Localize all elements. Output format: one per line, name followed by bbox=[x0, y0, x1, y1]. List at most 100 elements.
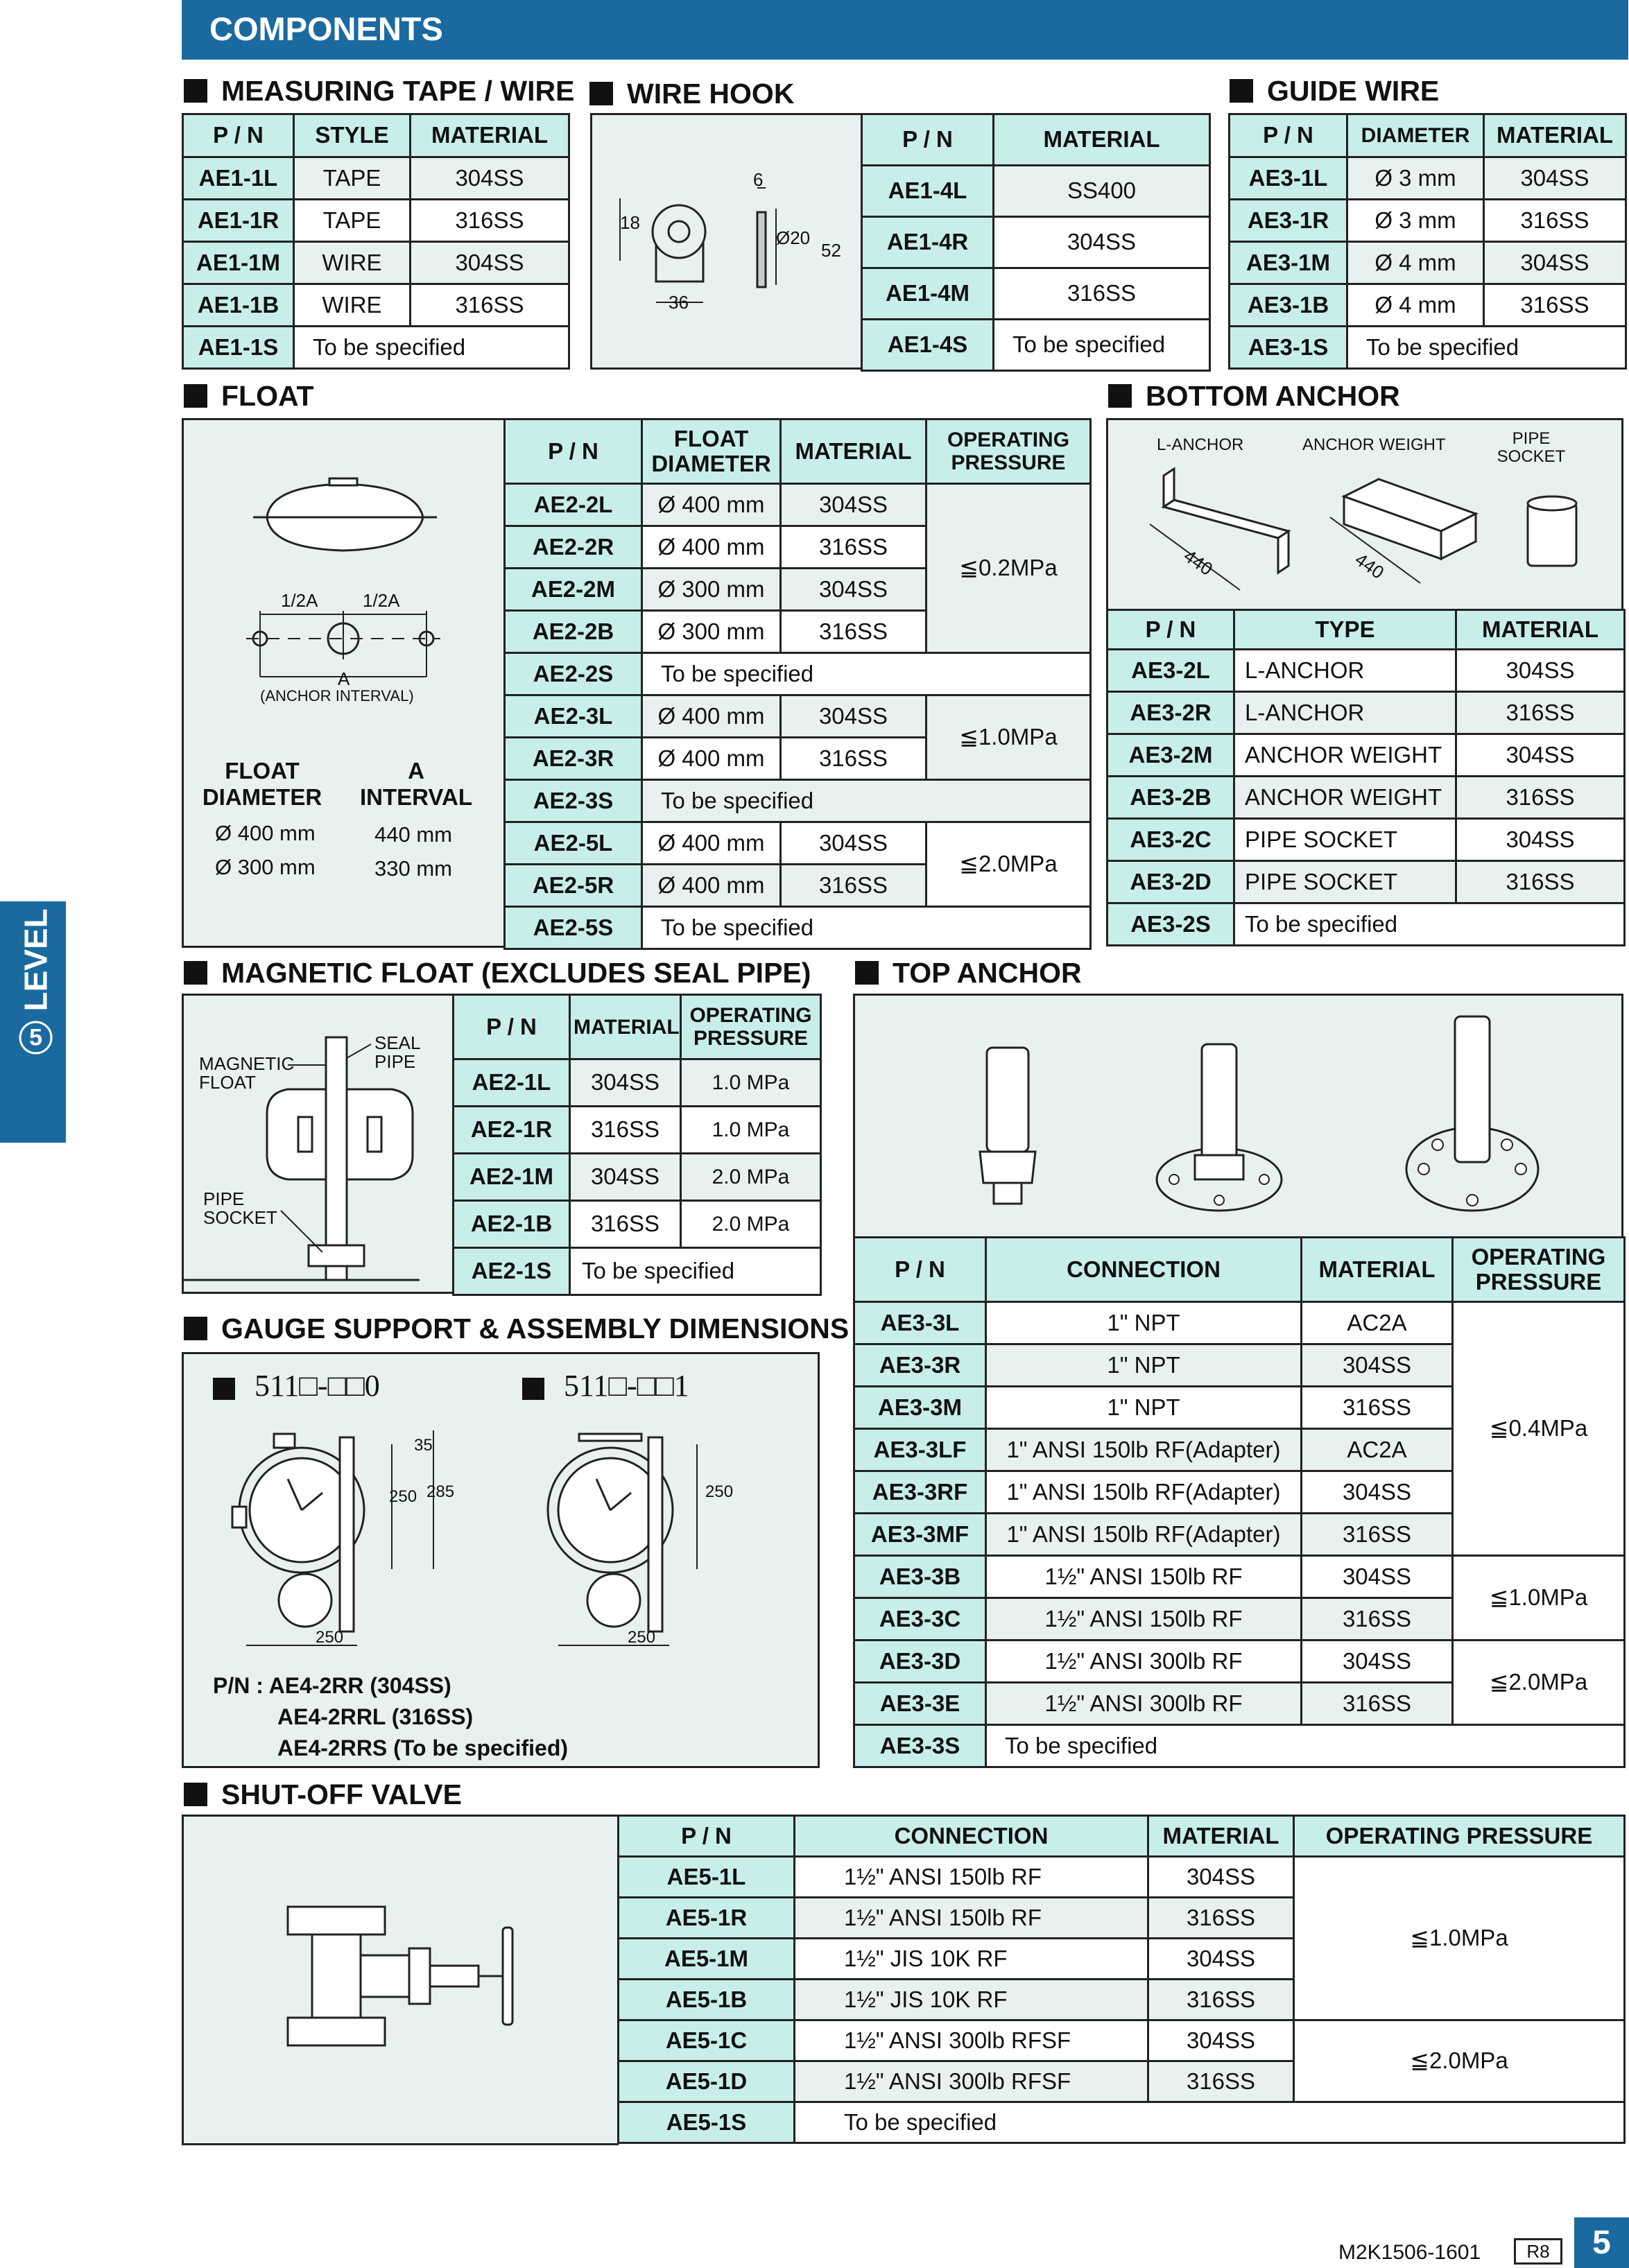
column-header: STYLE bbox=[293, 113, 411, 158]
part-number-cell: AE1-4S bbox=[861, 318, 994, 372]
diagram-label: 250 bbox=[705, 1482, 734, 1501]
part-number-cell: AE3-3R bbox=[853, 1343, 987, 1387]
section-marker-icon bbox=[184, 1783, 207, 1806]
table-cell: 2.0 MPa bbox=[680, 1152, 822, 1202]
table-cell: 304SS bbox=[569, 1152, 682, 1202]
column-header: CONNECTION bbox=[793, 1815, 1149, 1858]
table-cell: Ø 4 mm bbox=[1346, 283, 1485, 327]
table-cell: 316SS bbox=[1483, 198, 1627, 243]
table-cell: 316SS bbox=[1300, 1681, 1454, 1726]
table-cell: 316SS bbox=[409, 283, 570, 327]
column-header: MATERIAL bbox=[569, 994, 682, 1060]
pressure-cell: ≦2.0MPa bbox=[1293, 2019, 1626, 2103]
part-number-cell: AE3-3D bbox=[853, 1639, 987, 1683]
spec-cell: 1½" ANSI 150lb RF bbox=[793, 1896, 1149, 1939]
part-number-cell: AE1-4R bbox=[861, 216, 994, 269]
section-marker-icon bbox=[855, 961, 879, 985]
part-number-cell: AE5-1R bbox=[617, 1896, 795, 1939]
hook-section-title: WIRE HOOK bbox=[589, 78, 794, 110]
table-cell: 304SS bbox=[779, 694, 927, 738]
part-number-cell: AE2-2S bbox=[503, 652, 643, 696]
table-cell: Ø 300 mm bbox=[641, 609, 782, 654]
a-interval-heading: A INTERVAL bbox=[360, 758, 472, 810]
table-cell: 1" ANSI 150lb RF(Adapter) bbox=[985, 1428, 1302, 1472]
side-tab-label: 5LEVEL bbox=[15, 908, 55, 1055]
diagram-label: Ø 300 mm bbox=[215, 855, 316, 879]
part-number-cell: AE3-3S bbox=[853, 1724, 987, 1768]
part-number-cell: AE3-2M bbox=[1106, 733, 1235, 777]
part-number-cell: AE2-5S bbox=[503, 906, 643, 950]
pressure-cell: ≦2.0MPa bbox=[925, 821, 1092, 908]
part-number-cell: AE3-3B bbox=[853, 1555, 987, 1599]
spec-cell: 1½" JIS 10K RF bbox=[793, 1937, 1149, 1980]
column-header: MATERIAL bbox=[1455, 609, 1626, 650]
column-header: OPERATING PRESSURE bbox=[925, 418, 1092, 485]
gauge-diagram-panel: 511□-□□0 511□-□□1 35 250 2 bbox=[182, 1352, 820, 1768]
table-cell: WIRE bbox=[293, 283, 411, 327]
part-number-cell: AE1-1M bbox=[182, 241, 295, 285]
part-number-cell: AE2-2R bbox=[503, 525, 643, 569]
gauge-code-1: 511□-□□0 bbox=[213, 1368, 380, 1403]
part-number-cell: AE5-1L bbox=[617, 1855, 795, 1898]
table-cell: 316SS bbox=[569, 1200, 682, 1249]
spec-cell: To be specified bbox=[1233, 902, 1626, 946]
table-cell: 316SS bbox=[1147, 2060, 1295, 2103]
column-header: MATERIAL bbox=[1300, 1236, 1454, 1303]
pressure-cell: ≦1.0MPa bbox=[1293, 1855, 1626, 2021]
part-number-cell: AE2-2M bbox=[503, 567, 643, 612]
part-number-cell: AE2-3S bbox=[503, 779, 643, 823]
table-cell: 316SS bbox=[1147, 1896, 1295, 1939]
part-number-cell: AE5-1D bbox=[617, 2060, 795, 2103]
table-cell: 316SS bbox=[1300, 1512, 1454, 1557]
pressure-cell: ≦0.2MPa bbox=[925, 483, 1092, 654]
part-number-cell: AE5-1C bbox=[617, 2019, 795, 2062]
table-cell: 316SS bbox=[1483, 283, 1627, 327]
column-header: P / N bbox=[182, 113, 295, 158]
float-diagram-panel: 1/2A 1/2A A (ANCHOR INTERVAL) FLOAT DIAM… bbox=[182, 418, 505, 948]
part-number-cell: AE5-1M bbox=[617, 1937, 795, 1980]
bottom-section-title: BOTTOM ANCHOR bbox=[1108, 380, 1400, 412]
table-cell: 304SS bbox=[409, 241, 570, 285]
spec-cell: To be specified bbox=[641, 652, 1092, 696]
pressure-cell: ≦1.0MPa bbox=[1451, 1555, 1626, 1641]
table-cell: AC2A bbox=[1300, 1301, 1454, 1345]
part-number-cell: AE2-2B bbox=[503, 609, 643, 654]
spec-cell: 1½" ANSI 300lb RFSF bbox=[793, 2019, 1149, 2062]
diagram-label: L-ANCHOR bbox=[1157, 435, 1244, 454]
column-header: MATERIAL bbox=[1147, 1815, 1295, 1858]
side-tab-number: 5 bbox=[19, 1021, 53, 1055]
part-number-cell: AE3-2B bbox=[1106, 775, 1235, 820]
diagram-label: (ANCHOR INTERVAL) bbox=[260, 687, 414, 704]
column-header: CONNECTION bbox=[985, 1236, 1302, 1303]
part-number-cell: AE1-1S bbox=[182, 325, 295, 370]
part-number-cell: AE3-3E bbox=[853, 1681, 987, 1726]
spec-cell: L-ANCHOR bbox=[1233, 691, 1457, 735]
part-number-cell: AE5-1S bbox=[617, 2101, 795, 2144]
table-cell: 304SS bbox=[1455, 817, 1626, 862]
part-number-cell: AE3-2L bbox=[1106, 648, 1235, 693]
gauge-section-title: GAUGE SUPPORT & ASSEMBLY DIMENSIONS bbox=[184, 1313, 849, 1344]
column-header: P / N bbox=[1106, 609, 1235, 650]
